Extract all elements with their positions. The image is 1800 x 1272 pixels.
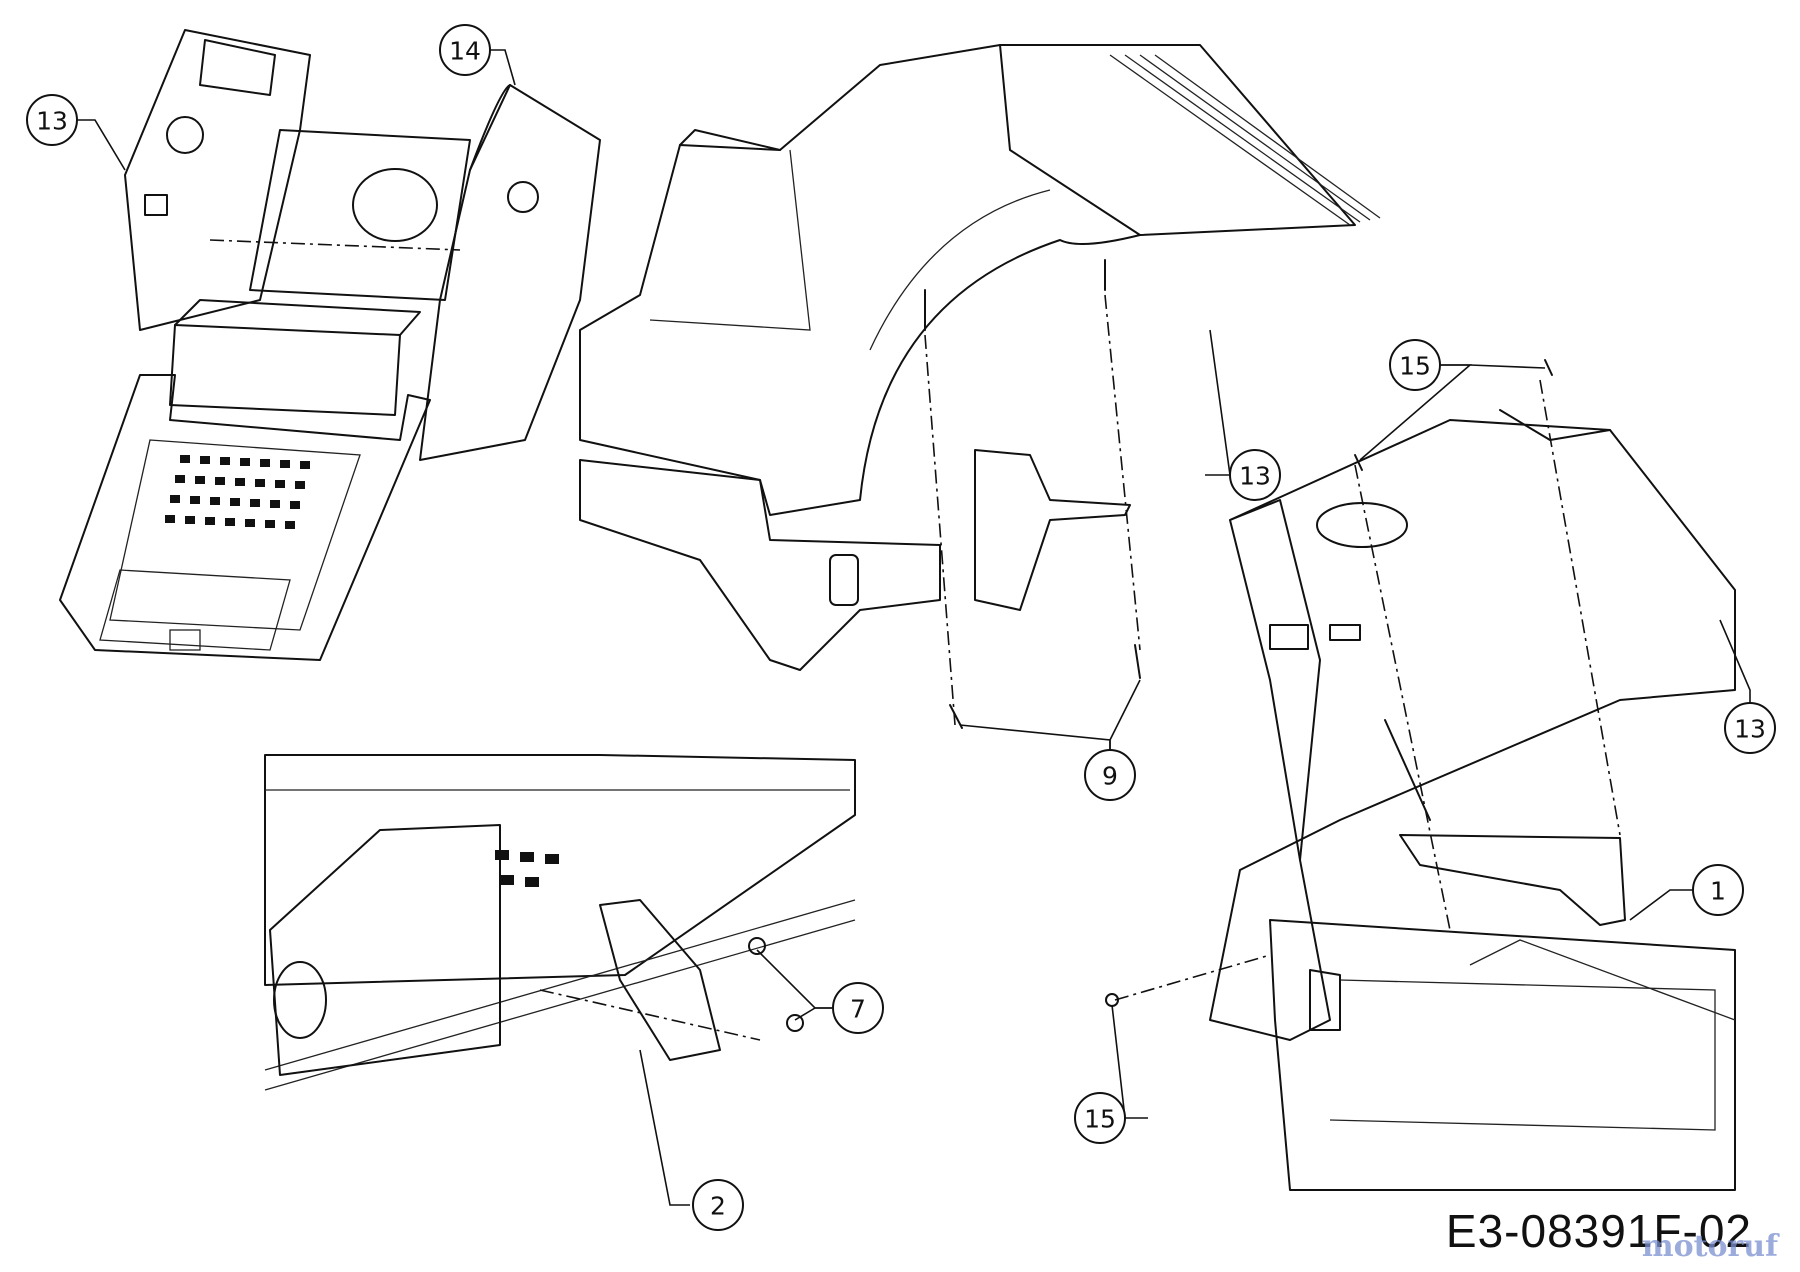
- watermark-logo: motoruf: [1641, 1229, 1778, 1264]
- floor-hole-grid: [165, 455, 310, 529]
- svg-text:15: 15: [1399, 352, 1431, 381]
- svg-text:14: 14: [449, 37, 481, 66]
- callout-13-center: 13: [1229, 449, 1281, 501]
- callout-15-top: 15: [1389, 339, 1441, 391]
- callout-13-top-left: 13: [26, 94, 78, 146]
- svg-text:1: 1: [1710, 877, 1726, 906]
- top-left-assembly: [59, 29, 601, 661]
- svg-text:15: 15: [1084, 1105, 1116, 1134]
- callout-2: 2: [692, 1179, 744, 1231]
- svg-text:13: 13: [1239, 462, 1271, 491]
- callout-13-right: 13: [1724, 702, 1776, 754]
- right-console: [1105, 359, 1736, 1191]
- callout-1: 1: [1692, 864, 1744, 916]
- callout-7: 7: [832, 982, 884, 1034]
- callout-14: 14: [439, 24, 491, 76]
- svg-text:2: 2: [710, 1192, 726, 1221]
- svg-text:7: 7: [850, 995, 866, 1024]
- callout-9: 9: [1084, 749, 1136, 801]
- svg-text:13: 13: [36, 107, 68, 136]
- bottom-left-frame: [264, 754, 856, 1091]
- top-center-fender: [579, 44, 1381, 729]
- svg-text:13: 13: [1734, 715, 1766, 744]
- drawing-code: E3-08391F-02: [1445, 1205, 1752, 1257]
- callout-15-bottom: 15: [1074, 1092, 1126, 1144]
- callout-leaders: [75, 49, 1751, 1206]
- svg-text:9: 9: [1102, 762, 1118, 791]
